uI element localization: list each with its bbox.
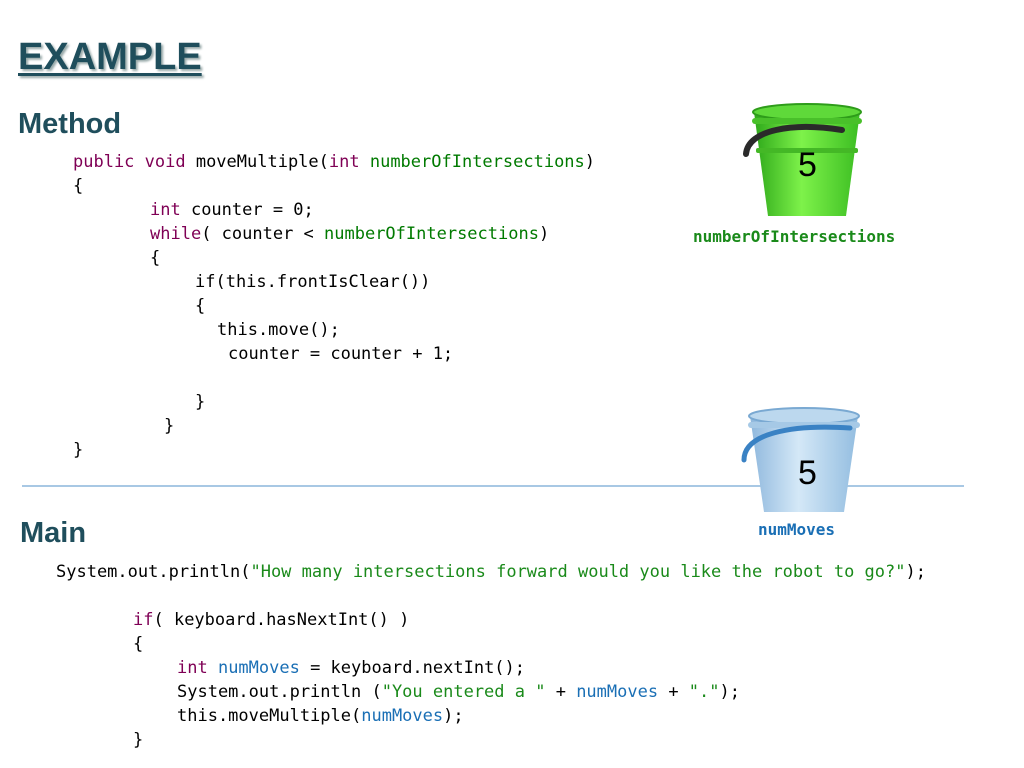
code-text: counter = 0;: [190, 200, 314, 220]
blue-bucket: 5: [730, 398, 875, 516]
code-text: +: [545, 682, 577, 702]
code-line: if( keyboard.hasNextInt() ): [133, 609, 409, 631]
code-keyword: int: [328, 152, 370, 172]
method-heading: Method: [18, 108, 122, 140]
code-variable: numMoves: [217, 658, 300, 678]
slide-title: EXAMPLE: [18, 36, 202, 78]
code-variable: numberOfIntersections: [369, 152, 585, 172]
bucket-icon: [743, 103, 862, 216]
code-line: }: [164, 416, 175, 436]
code-keyword: while: [150, 224, 202, 244]
code-text: ( keyboard.hasNextInt() ): [153, 610, 410, 630]
code-line: this.moveMultiple(numMoves);: [177, 705, 464, 727]
main-heading: Main: [20, 517, 87, 549]
code-line: while( counter < numberOfIntersections): [150, 223, 549, 245]
code-line: public void moveMultiple(int numberOfInt…: [73, 151, 595, 173]
bucket-icon: [741, 407, 860, 512]
code-line: counter = counter + 1;: [228, 344, 454, 364]
code-line: }: [195, 392, 206, 412]
code-line: this.move();: [217, 320, 340, 340]
code-variable: numberOfIntersections: [324, 224, 539, 244]
green-bucket: 5: [732, 92, 877, 222]
code-text: ): [584, 152, 596, 172]
code-text: System.out.println(: [56, 562, 251, 582]
code-text: );: [905, 562, 926, 582]
code-line: {: [150, 248, 161, 268]
code-text: ( counter <: [201, 224, 325, 244]
code-text: this.moveMultiple(: [177, 706, 362, 726]
code-text: ): [538, 224, 550, 244]
code-line: int numMoves = keyboard.nextInt();: [177, 657, 525, 679]
code-line: {: [133, 634, 144, 654]
code-text: moveMultiple(: [195, 152, 329, 172]
bucket-value: 5: [798, 454, 817, 492]
bucket-label: numMoves: [758, 520, 836, 539]
code-variable: numMoves: [576, 682, 659, 702]
code-string: "You entered a ": [381, 682, 546, 702]
code-text: );: [719, 682, 740, 702]
code-line: System.out.println ("You entered a " + n…: [177, 681, 740, 703]
code-text: +: [658, 682, 689, 702]
code-text: = keyboard.nextInt();: [299, 658, 526, 678]
code-line: }: [133, 730, 144, 750]
code-string: ".": [688, 682, 720, 702]
code-text: );: [443, 706, 464, 726]
code-line: }: [73, 440, 84, 460]
code-keyword: int: [177, 658, 218, 678]
code-line: {: [73, 176, 84, 196]
bucket-label: numberOfIntersections: [693, 227, 896, 246]
code-keyword: int: [150, 200, 191, 220]
code-line: {: [195, 296, 206, 316]
code-text: System.out.println (: [177, 682, 382, 702]
code-line: int counter = 0;: [150, 199, 314, 221]
code-line: if(this.frontIsClear()): [195, 272, 431, 292]
bucket-value: 5: [798, 146, 817, 184]
code-string: "How many intersections forward would yo…: [250, 562, 906, 582]
code-keyword: public void: [73, 152, 196, 172]
code-line: System.out.println("How many intersectio…: [56, 561, 926, 583]
section-divider: [22, 485, 964, 487]
code-keyword: if: [133, 610, 154, 630]
code-variable: numMoves: [361, 706, 444, 726]
